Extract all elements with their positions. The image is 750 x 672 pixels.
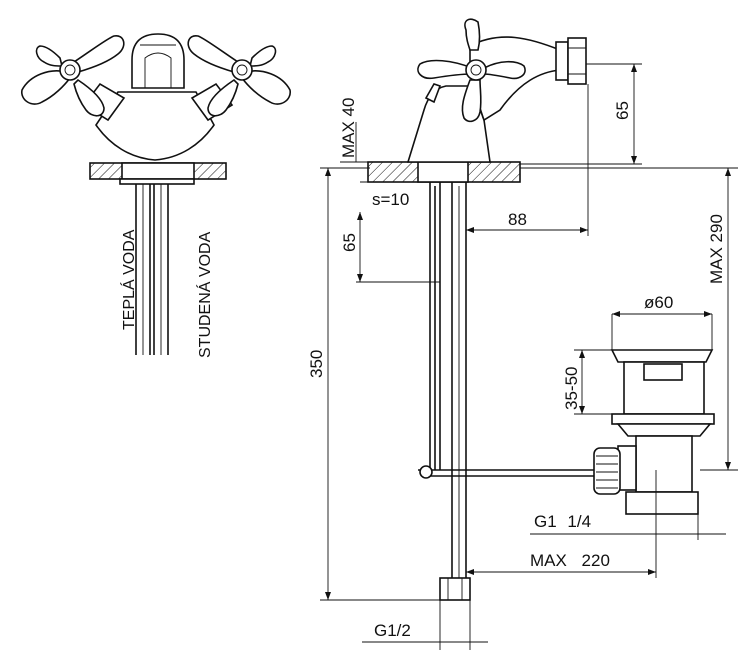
cold-handle: [187, 35, 291, 117]
outlet-nut: [555, 41, 569, 81]
pop-up-waste: [593, 349, 715, 515]
dim-max-40: MAX 40: [339, 98, 358, 158]
front-center-dome: [131, 33, 185, 89]
side-view: [320, 18, 738, 650]
connector-nut: [439, 577, 471, 601]
hot-handle: [21, 35, 125, 117]
dim-88: 88: [508, 210, 527, 229]
dim-35-50: 35-50: [562, 367, 581, 410]
front-view: [21, 33, 291, 355]
rod-joint: [419, 465, 433, 479]
front-body: [95, 91, 215, 161]
side-handle: [417, 18, 526, 123]
hot-water-label: TEPLÁ VODA: [119, 229, 138, 330]
dim-dia-60: ø60: [644, 293, 673, 312]
dim-350: 350: [307, 350, 326, 378]
knurled-knob: [593, 447, 621, 495]
dim-g1-2: G1/2: [374, 621, 411, 640]
dim-max-220: MAX 220: [530, 551, 610, 570]
dim-s-10: s=10: [372, 190, 409, 209]
dim-65-left: 65: [340, 233, 359, 252]
dim-g1-1-4: G1 1/4: [534, 512, 591, 531]
dim-65-top: 65: [613, 101, 632, 120]
dim-max-290: MAX 290: [707, 214, 726, 284]
cold-water-label: STUDENÁ VODA: [195, 231, 214, 358]
